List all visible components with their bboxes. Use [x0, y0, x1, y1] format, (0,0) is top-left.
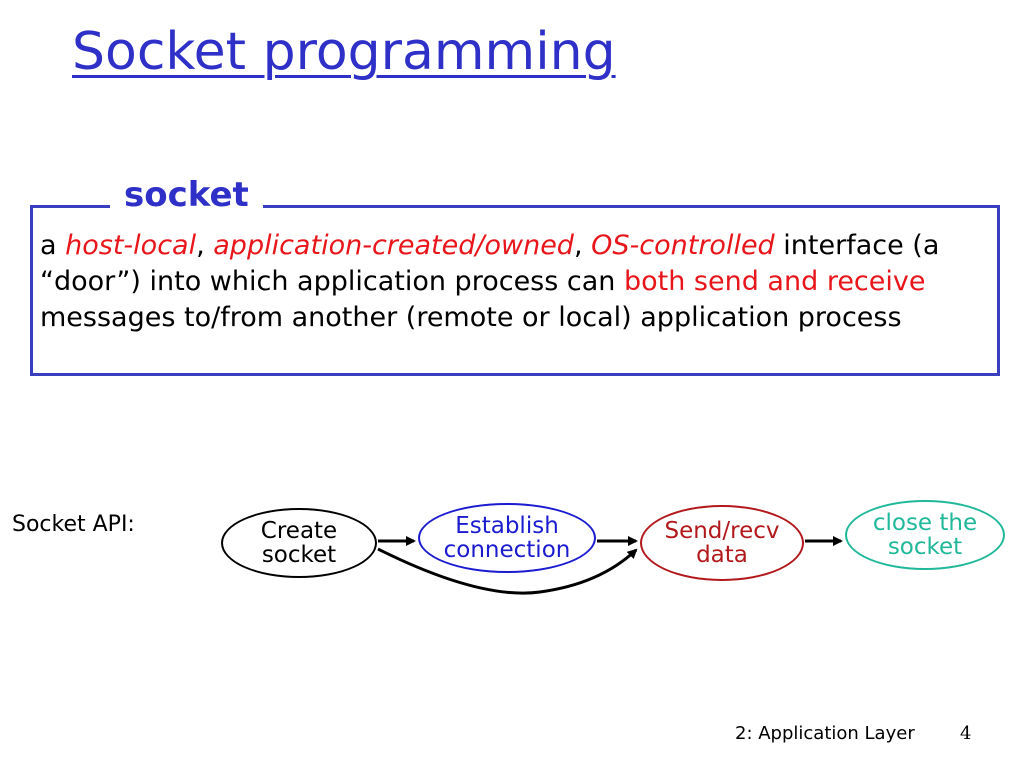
definition-box: [30, 205, 1000, 376]
term-send-receive: both send and receive: [623, 266, 926, 297]
slide-title: Socket programming: [72, 22, 616, 82]
definition-rest-text: messages to/from another (remote or loca…: [40, 302, 902, 333]
step-label: close the: [872, 510, 978, 536]
step-label: Send/recv: [664, 518, 780, 544]
step-label: socket: [887, 534, 963, 560]
definition-box-title: socket: [110, 175, 263, 215]
term-application-created: application-created/owned: [213, 230, 574, 261]
step-label: connection: [443, 537, 571, 563]
socket-api-label: Socket API:: [12, 512, 135, 537]
step-label: Establish: [455, 513, 559, 539]
definition-interface-text: interface (a “door”) into which applicat…: [40, 230, 940, 297]
definition-comma: ,: [573, 230, 592, 261]
definition-article: a: [40, 230, 66, 261]
arrow-create-to-send-bypass: [377, 547, 638, 595]
footer-section-label: 2: Application Layer: [735, 723, 915, 744]
term-os-controlled: OS-controlled: [591, 230, 775, 261]
page-number: 4: [960, 723, 972, 744]
socket-definition: a host-local, application-created/owned,…: [40, 228, 995, 336]
term-host-local: host-local: [65, 230, 197, 261]
step-label: socket: [261, 542, 337, 568]
step-label: data: [696, 542, 748, 568]
step-label: Create: [260, 518, 338, 544]
definition-comma: ,: [196, 230, 214, 261]
